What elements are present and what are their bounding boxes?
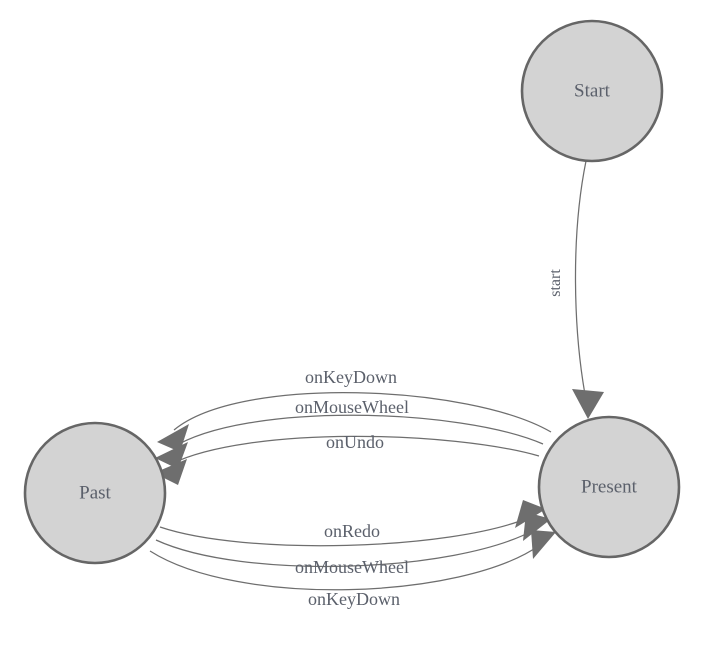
edge-onmousewheel-1-label: onMouseWheel (295, 397, 409, 417)
edge-onundo-present-to-past[interactable]: onUndo (154, 432, 540, 485)
edge-onkeydown-1-arrowhead (157, 424, 189, 452)
edge-onkeydown-present-to-past[interactable]: onKeyDown (157, 367, 552, 452)
state-node-start-circle (520, 19, 664, 163)
edge-start-path (574, 160, 587, 401)
edge-onkeydown-2-label: onKeyDown (308, 589, 400, 609)
state-node-past[interactable]: Past (23, 421, 167, 565)
edge-onmousewheel-present-to-past[interactable]: onMouseWheel (155, 397, 544, 469)
edge-onmousewheel-2-arrowhead (523, 512, 551, 541)
edge-onkeydown-1-path (173, 391, 552, 433)
state-node-past-circle (23, 421, 167, 565)
edge-onundo-path (170, 435, 540, 465)
edge-onredo-past-to-present[interactable]: onRedo (159, 500, 546, 547)
edge-onundo-arrowhead (154, 459, 187, 485)
state-node-present-circle (537, 415, 681, 559)
node-layer: Start Past Present (23, 19, 681, 565)
edge-onkeydown-1-label: onKeyDown (305, 367, 397, 387)
edge-onredo-path (159, 517, 529, 547)
edge-onkeydown-2-arrowhead (531, 530, 556, 559)
edge-onmousewheel-2-label: onMouseWheel (295, 557, 409, 577)
edge-onkeydown-2-path (149, 544, 541, 591)
edge-onmousewheel-2-path (155, 529, 535, 568)
edge-start-arrowhead (572, 389, 604, 419)
edge-onkeydown-past-to-present[interactable]: onKeyDown (149, 530, 556, 609)
edge-start[interactable]: start (547, 160, 604, 419)
edge-onmousewheel-past-to-present[interactable]: onMouseWheel (155, 512, 551, 577)
edge-layer: start onKeyDown onMouseWheel onUndo (149, 160, 604, 609)
edge-onmousewheel-1-path (171, 414, 544, 449)
state-node-present-label: Present (581, 476, 638, 497)
state-node-start-label: Start (574, 80, 611, 101)
state-node-present[interactable]: Present (537, 415, 681, 559)
edge-start-label: start (547, 269, 564, 297)
edge-onundo-label: onUndo (326, 432, 384, 452)
state-node-past-label: Past (79, 482, 111, 503)
edge-onredo-label: onRedo (324, 521, 380, 541)
state-node-start[interactable]: Start (520, 19, 664, 163)
